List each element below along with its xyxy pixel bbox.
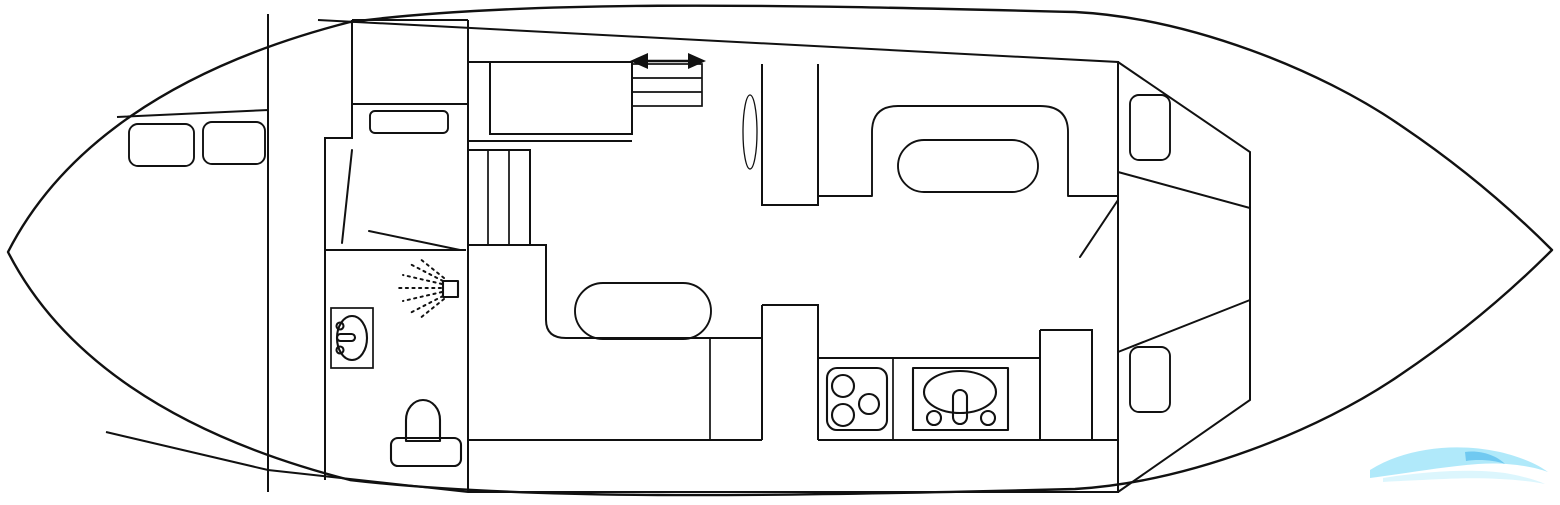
shower-spray-ray-3	[402, 291, 443, 302]
sliding-door-arrow-head-left	[630, 53, 648, 69]
three-burner-hob-icon	[825, 366, 889, 432]
u-settee-outline	[871, 105, 1069, 197]
deck-envelope-group	[267, 19, 1251, 493]
shower-spray-ray-6	[418, 257, 445, 279]
shower-head-icon	[441, 279, 460, 299]
door-swing-arc-heads	[368, 230, 461, 251]
toilet-cistern-icon	[389, 436, 463, 468]
pillow-left-icon	[128, 123, 195, 167]
hob-burner-1	[830, 373, 856, 399]
shower-spray-ray-4	[409, 263, 444, 282]
deck-upper-inner-line	[1117, 61, 1251, 208]
sink-bowl	[922, 369, 998, 415]
basin-tap-handle-lower-icon	[335, 345, 345, 355]
deck-lower-inner-line	[1117, 300, 1251, 493]
shower-spray-ray-5	[409, 295, 444, 314]
sink-tap-handle-right	[979, 409, 997, 427]
v-berth-outline	[105, 108, 269, 472]
shower-spray-ray-2	[402, 274, 443, 285]
watermark-wave-lower	[1383, 470, 1545, 484]
wash-basin-unit	[330, 307, 374, 369]
heads-wall-outline	[324, 20, 353, 250]
pillow-right-icon	[202, 121, 266, 165]
saloon-side-cabin-box	[761, 64, 819, 206]
cockpit-locker-starboard	[1129, 346, 1171, 413]
watermark-wave-upper	[1370, 447, 1548, 478]
basin-tap-handle-upper-icon	[335, 321, 345, 331]
hob-frame	[825, 366, 889, 432]
cockpit-helm-bench	[1117, 171, 1251, 353]
sink-frame	[911, 366, 1010, 432]
saloon-oval-table-icon	[897, 139, 1039, 193]
door-swing-arc-forward	[341, 149, 353, 244]
companionway-side-wall	[530, 244, 547, 262]
cockpit-locker-port	[1129, 94, 1171, 161]
cockpit-group	[1079, 62, 1251, 492]
cabin-top-edge	[317, 19, 1119, 198]
toilet-unit	[389, 399, 463, 468]
hob-burner-3	[830, 402, 856, 428]
galley-aft-bulkhead	[1039, 329, 1093, 440]
saloon-forward-counter	[468, 61, 633, 135]
heads-wall-inner-top	[325, 103, 468, 139]
saloon-counter-extension	[489, 62, 632, 135]
galley-group	[818, 329, 1118, 441]
hull-outline-group	[6, 4, 1554, 497]
wave-logo-watermark	[1370, 447, 1548, 484]
galley-forward-bulkhead-top	[762, 304, 819, 440]
sliding-door-annotation-group	[630, 53, 706, 107]
watermark-wave-accent	[1465, 451, 1505, 464]
lower-settee-outline	[545, 262, 762, 339]
lower-oval-table-icon	[574, 282, 712, 340]
heads-compartment-group	[324, 19, 468, 480]
forward-cabin-group	[105, 14, 269, 492]
steps-outer-frame	[467, 20, 531, 246]
basin-tap-icon	[335, 332, 357, 343]
saloon-group	[468, 53, 1118, 441]
sink-tap-spout	[951, 388, 969, 426]
companionway-steps-group	[467, 20, 547, 492]
galley-counter-outline	[818, 357, 1041, 441]
heads-upper-locker	[369, 110, 449, 134]
galley-sink-icon	[911, 366, 1010, 432]
basin-cabinet	[330, 307, 374, 369]
hob-burner-2	[857, 392, 881, 416]
hull-outer-line	[6, 4, 1554, 497]
sink-tap-handle-left	[925, 409, 943, 427]
shower-head-unit	[397, 257, 460, 320]
sliding-door-panel	[631, 63, 703, 107]
oval-porthole-icon	[742, 94, 758, 170]
shower-spray-ray-7	[418, 298, 445, 320]
toilet-bowl-icon	[404, 399, 442, 443]
sliding-door-arrow-head-right	[688, 53, 706, 69]
cockpit-door-swing-arc	[1079, 199, 1119, 258]
cabin-bottom-edge	[267, 352, 1119, 493]
